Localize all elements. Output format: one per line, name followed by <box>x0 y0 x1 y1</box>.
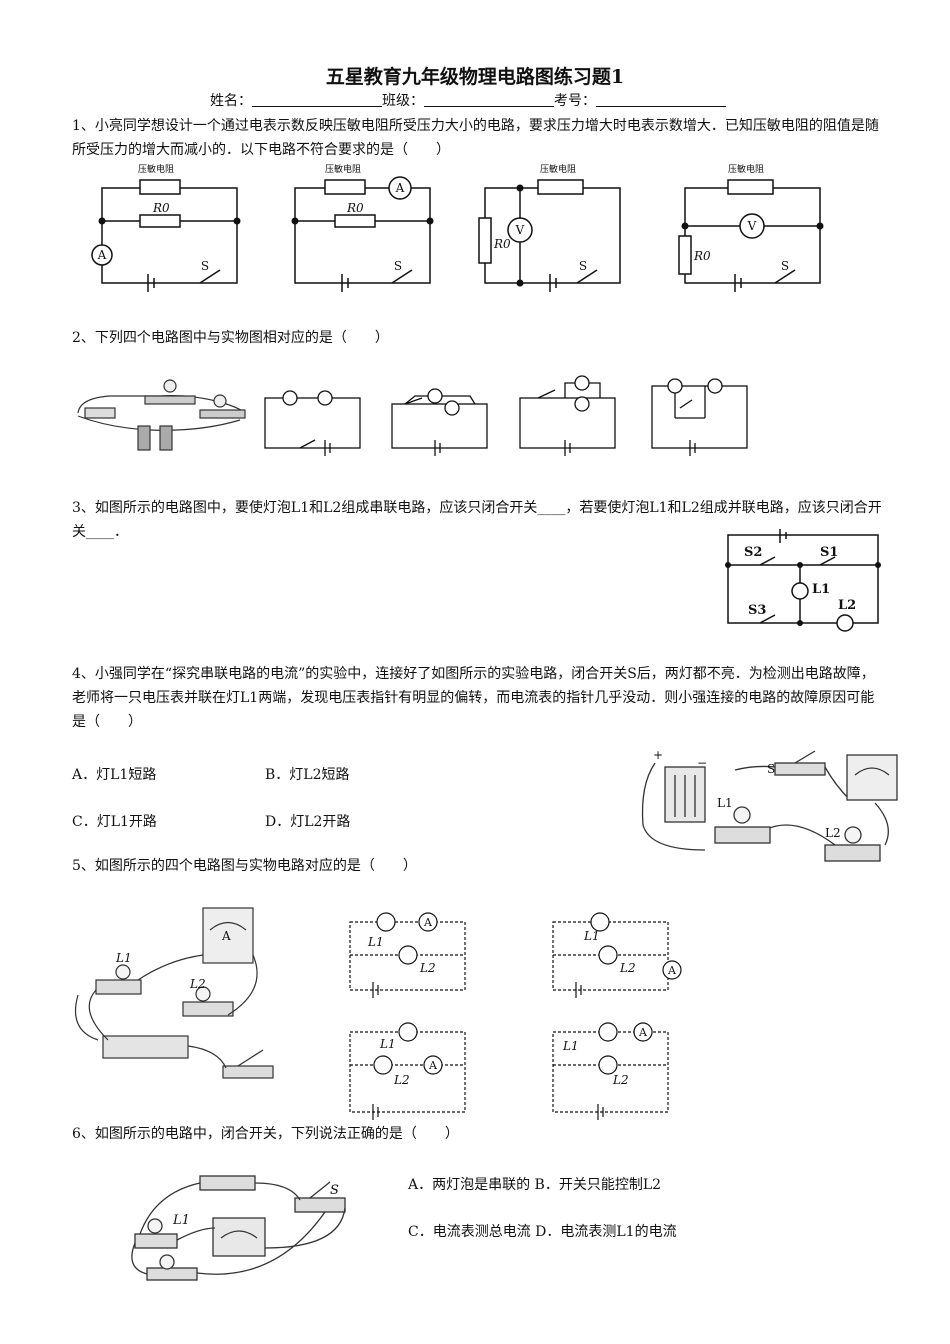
q4-s-label: S <box>767 762 775 776</box>
q3-l1-label: L1 <box>812 582 830 597</box>
q5b-l2-label: L2 <box>619 961 636 975</box>
q5c-l1-label: L1 <box>379 1037 396 1051</box>
q1d-pressure-label: 压敏电阻 <box>728 163 764 175</box>
question-5-text: 5、如图所示的四个电路图与实物电路对应的是（ ） <box>72 858 417 874</box>
q4-option-b[interactable]: B．灯L2短路 <box>265 767 350 783</box>
q1c-switch-label: S <box>579 259 587 273</box>
question-6-physical-circuit-image: S L1 <box>131 1175 346 1281</box>
q2-circuit-d <box>651 378 748 456</box>
q1c-r0-label: R0 <box>493 237 511 251</box>
q3-s2-label: S2 <box>744 545 762 560</box>
q1-circuit-a <box>91 179 238 292</box>
q5-physical-circuit-image <box>74 907 274 1079</box>
q1b-r0-label: R0 <box>346 201 364 215</box>
question-1-text: 1、小亮同学想设计一个通过电表示数反映压敏电阻所受压力大小的电路，要求压力增大时… <box>72 118 879 158</box>
q2-circuit-c <box>519 375 616 456</box>
q4-plus-label: + <box>653 748 663 762</box>
q5a-l2-label: L2 <box>419 961 436 975</box>
question-4-physical-circuit-image: + − S L1 L2 <box>641 748 898 862</box>
q3-s1-label: S1 <box>820 545 838 560</box>
student-info: 姓名： 班级： 考号： <box>210 90 726 110</box>
q2-physical-circuit-image <box>77 379 246 451</box>
q1d-r0-label: R0 <box>693 249 711 263</box>
q1a-r0-label: R0 <box>152 201 170 215</box>
q5b-l1-label: L1 <box>583 929 600 943</box>
q4-l1-label: L1 <box>717 796 733 810</box>
q1c-voltmeter-label: V <box>515 223 525 237</box>
q1-circuit-c <box>478 179 621 292</box>
q5d-l2-label: L2 <box>612 1073 629 1087</box>
exam-no-blank[interactable] <box>596 92 726 107</box>
exam-no-label: 考号： <box>554 93 596 109</box>
question-1-diagrams: 压敏电阻 压敏电阻 压敏电阻 压敏电阻 R0 R0 R0 R0 A A V V … <box>91 163 824 292</box>
q3-s3-label: S3 <box>748 603 766 618</box>
q5-physical-a-label: A <box>221 929 231 943</box>
q5c-ammeter-label: A <box>428 1059 438 1072</box>
q4-option-d[interactable]: D．灯L2开路 <box>265 814 351 830</box>
q1-circuit-d <box>678 179 821 292</box>
q6-options-cd[interactable]: C．电流表测总电流 D．电流表测L1的电流 <box>408 1224 677 1240</box>
name-blank[interactable] <box>252 92 382 107</box>
page-title: 五星教育九年级物理电路图练习题1 <box>325 66 625 88</box>
q1b-switch-label: S <box>394 259 402 273</box>
q1a-pressure-label: 压敏电阻 <box>138 163 174 175</box>
q1-circuit-b <box>294 176 431 292</box>
question-3-text: 3、如图所示的电路图中，要使灯泡L1和L2组成串联电路，应该只闭合开关____，… <box>72 500 882 540</box>
q2-circuit-b <box>391 388 488 456</box>
q1a-ammeter-label: A <box>97 248 107 262</box>
q5-physical-l2-label: L2 <box>189 977 206 991</box>
name-label: 姓名： <box>210 93 252 109</box>
question-2-text: 2、下列四个电路图中与实物图相对应的是（ ） <box>72 330 389 346</box>
q5d-l1-label: L1 <box>562 1039 579 1053</box>
q1d-switch-label: S <box>781 259 789 273</box>
q6-options-ab[interactable]: A．两灯泡是串联的 B．开关只能控制L2 <box>408 1177 662 1193</box>
q6-s-label: S <box>330 1183 339 1198</box>
q4-minus-label: − <box>697 756 707 770</box>
question-4-text: 4、小强同学在“探究串联电路的电流”的实验中，连接好了如图所示的实验电路，闭合开… <box>72 666 875 730</box>
q1c-pressure-label: 压敏电阻 <box>540 163 576 175</box>
q5d-ammeter-label: A <box>638 1026 648 1039</box>
q2-circuit-a <box>264 390 361 456</box>
q4-l2-label: L2 <box>825 826 841 840</box>
q4-option-a[interactable]: A．灯L1短路 <box>72 767 157 783</box>
q1b-ammeter-label: A <box>395 181 405 195</box>
q5a-ammeter-label: A <box>423 916 433 929</box>
q5-circuit-c <box>349 1031 466 1113</box>
class-blank[interactable] <box>424 92 554 107</box>
q1d-voltmeter-label: V <box>747 219 757 233</box>
q4-option-c[interactable]: C．灯L1开路 <box>72 814 157 830</box>
question-3-diagram: S2 S1 L1 S3 L2 <box>725 529 881 632</box>
q3-l2-label: L2 <box>838 598 856 613</box>
q5-physical-l1-label: L1 <box>115 951 132 965</box>
question-6-text: 6、如图所示的电路中，闭合开关，下列说法正确的是（ ） <box>72 1126 459 1142</box>
q5c-l2-label: L2 <box>393 1073 410 1087</box>
q1b-pressure-label: 压敏电阻 <box>325 163 361 175</box>
q5b-ammeter-label: A <box>667 964 677 977</box>
question-2-diagrams <box>77 375 748 456</box>
class-label: 班级： <box>382 93 424 109</box>
q6-l1-label: L1 <box>172 1213 190 1228</box>
question-5-diagrams: L1 L2 A A A A <box>74 907 682 1120</box>
q1a-switch-label: S <box>201 259 209 273</box>
q5a-l1-label: L1 <box>367 935 384 949</box>
